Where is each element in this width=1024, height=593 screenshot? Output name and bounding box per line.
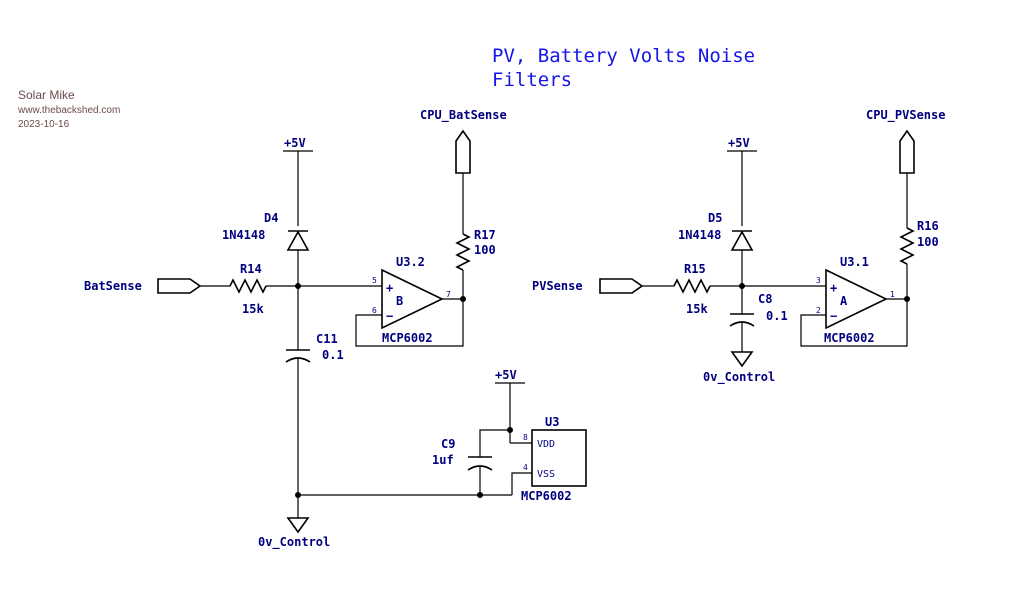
left-opamp-part: MCP6002	[382, 331, 433, 345]
left-ground-symbol: 0v_Control	[258, 517, 330, 550]
right-supply-symbol: +5V	[727, 136, 757, 226]
left-resistor-in-ref: R14	[240, 262, 262, 276]
right-cap-value: 0.1	[766, 309, 788, 323]
right-resistor-out-value: 100	[917, 235, 939, 249]
left-diode-ref: D4	[264, 211, 278, 225]
left-opamp-plus: +	[386, 281, 393, 295]
right-opamp-plus: +	[830, 281, 837, 295]
author-site: www.thebackshed.com	[18, 105, 121, 116]
left-resistor-out-ref: R17	[474, 228, 496, 242]
right-resistor-r15: R15 15k	[642, 262, 742, 316]
right-capacitor-c8: C8 0.1	[729, 286, 788, 352]
left-supply-label: +5V	[284, 136, 306, 150]
title-line-2: Filters	[492, 69, 573, 91]
power-capacitor-c9: C9 1uf	[432, 437, 493, 495]
right-opamp-pin-minus: 2	[816, 306, 821, 315]
left-diode-d4: D4 1N4148	[222, 211, 310, 287]
power-supply-label: +5V	[495, 368, 517, 382]
left-cap-value: 0.1	[322, 348, 344, 362]
right-opamp-part: MCP6002	[824, 331, 875, 345]
power-cap-ref: C9	[441, 437, 455, 451]
left-input-connector: BatSense	[84, 278, 202, 294]
power-chip-ref: U3	[545, 415, 559, 429]
right-diode-ref: D5	[708, 211, 722, 225]
right-diode-d5: D5 1N4148	[678, 211, 754, 287]
left-opamp-minus: −	[386, 309, 393, 323]
power-chip-vss: VSS	[537, 469, 555, 480]
left-ground-label: 0v_Control	[258, 535, 330, 550]
right-opamp-ref: U3.1	[840, 255, 869, 269]
left-opamp-ref: U3.2	[396, 255, 425, 269]
title-line-1: PV, Battery Volts Noise	[492, 45, 756, 67]
left-resistor-r14: R14 15k	[200, 262, 298, 316]
power-chip-pin-vdd: 8	[523, 433, 528, 442]
right-resistor-in-ref: R15	[684, 262, 706, 276]
power-chip-part: MCP6002	[521, 489, 572, 503]
right-resistor-out-ref: R16	[917, 219, 939, 233]
right-cap-ref: C8	[758, 292, 772, 306]
right-opamp-minus: −	[830, 309, 837, 323]
right-output-connector: CPU_PVSense	[866, 108, 945, 174]
right-opamp-pin-out: 1	[890, 290, 895, 299]
right-output-label: CPU_PVSense	[866, 108, 945, 123]
right-input-label: PVSense	[532, 279, 583, 293]
left-ground-junction	[295, 492, 301, 498]
left-opamp-pin-plus: 5	[372, 276, 377, 285]
left-resistor-r17: R17 100	[455, 173, 496, 299]
left-resistor-in-value: 15k	[242, 302, 264, 316]
left-diode-value: 1N4148	[222, 228, 265, 242]
right-ground-symbol: 0v_Control	[703, 351, 775, 385]
left-opamp-unit: B	[396, 294, 403, 308]
right-resistor-in-value: 15k	[686, 302, 708, 316]
right-ground-label: 0v_Control	[703, 370, 775, 385]
power-chip-vdd: VDD	[537, 439, 555, 450]
right-opamp-u3-1: + − A U3.1 MCP6002 3 2 1	[816, 255, 895, 345]
left-cap-ref: C11	[316, 332, 338, 346]
left-output-connector: CPU_BatSense	[420, 108, 507, 174]
author-name: Solar Mike	[18, 88, 75, 102]
left-opamp-pin-out: 7	[446, 290, 451, 299]
left-filter-circuit: +5V D4 1N4148 BatSense R14 15k	[84, 108, 512, 550]
left-capacitor-c11: C11 0.1	[285, 286, 344, 518]
right-input-connector: PVSense	[532, 278, 644, 294]
right-supply-label: +5V	[728, 136, 750, 150]
right-diode-value: 1N4148	[678, 228, 721, 242]
left-input-label: BatSense	[84, 279, 142, 293]
schematic-title: PV, Battery Volts Noise Filters	[492, 44, 755, 92]
power-section: +5V C9 1uf U3 VDD VSS 8	[432, 368, 587, 503]
power-cap-value: 1uf	[432, 453, 454, 467]
right-filter-circuit: +5V D5 1N4148 PVSense R15 15k	[532, 108, 945, 385]
power-gnd-junction	[477, 492, 483, 498]
power-chip-pin-vss: 4	[523, 463, 528, 472]
power-chip-u3: U3 VDD VSS 8 4 MCP6002	[521, 415, 587, 503]
right-opamp-pin-plus: 3	[816, 276, 821, 285]
right-resistor-r16: R16 100	[899, 173, 939, 299]
right-opamp-unit: A	[840, 294, 848, 308]
left-output-label: CPU_BatSense	[420, 108, 507, 123]
left-resistor-out-value: 100	[474, 243, 496, 257]
author-date: 2023-10-16	[18, 119, 70, 130]
left-supply-symbol: +5V	[283, 136, 313, 226]
author-info: Solar Mike www.thebackshed.com 2023-10-1…	[18, 86, 120, 132]
left-opamp-u3-2: + − B U3.2 MCP6002 5 6 7	[372, 255, 451, 345]
left-opamp-pin-minus: 6	[372, 306, 377, 315]
